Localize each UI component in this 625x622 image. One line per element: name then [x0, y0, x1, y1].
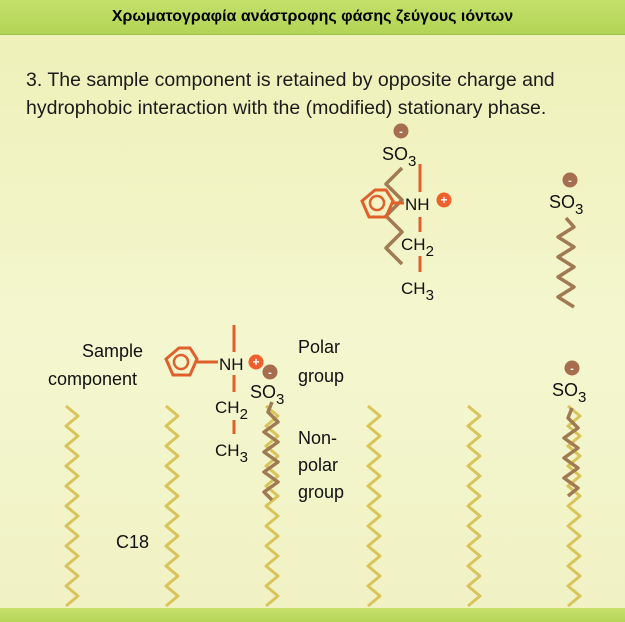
svg-text:NH: NH	[405, 195, 430, 214]
c18-chains	[64, 404, 582, 608]
slide-title: Χρωματογραφία ανάστροφης φάσης ζεύγους ι…	[111, 8, 514, 25]
c18-chain-1	[64, 404, 80, 608]
ion-chain-right-bottom	[562, 407, 580, 498]
reagent-lower-right: - SO3	[552, 360, 586, 406]
svg-text:-: -	[568, 175, 572, 187]
bottom-strip	[0, 608, 625, 622]
nonpolar-group-label-line3: group	[298, 482, 345, 502]
anion-charge-icon	[262, 364, 278, 380]
anion-charge-icon	[562, 172, 578, 188]
svg-text:+: +	[440, 193, 447, 207]
svg-text:SO3: SO3	[549, 192, 583, 218]
c18-chain-2	[164, 404, 180, 608]
svg-text:CH3: CH3	[215, 441, 248, 466]
svg-text:-: -	[570, 363, 574, 375]
reagent-upper-right: - SO3	[549, 172, 583, 218]
polar-group-label: Polar	[298, 337, 341, 357]
upper-ion-pair: - SO3 NH + CH2 CH3	[360, 123, 452, 304]
ion-chain-middle	[262, 401, 280, 502]
anion-charge-icon	[564, 360, 580, 376]
cation-charge-icon	[436, 192, 452, 208]
c18-label: C18	[116, 532, 150, 552]
svg-text:CH2: CH2	[401, 235, 434, 260]
step-description: 3. The sample component is retained by o…	[26, 69, 555, 119]
svg-text:SO3: SO3	[552, 380, 586, 406]
svg-text:SO3: SO3	[250, 382, 284, 408]
title-bar	[0, 0, 625, 35]
svg-text:+: +	[252, 355, 259, 369]
c18-chain-6	[566, 404, 582, 608]
sample-component-label-line2: component	[48, 369, 138, 389]
cation-charge-icon	[248, 354, 264, 370]
polar-group-label-line2: group	[298, 366, 345, 386]
c18-chain-5	[466, 404, 482, 608]
svg-text:-: -	[399, 126, 403, 138]
c18-chain-4	[366, 404, 382, 608]
nonpolar-group-label: Non-	[298, 428, 338, 448]
svg-text:SO3: SO3	[382, 144, 416, 170]
benzene-ring-icon	[360, 188, 395, 219]
anion-charge-icon	[393, 123, 409, 139]
sample-component-label: Sample	[82, 341, 144, 361]
svg-text:CH2: CH2	[215, 398, 248, 423]
ion-chain-right-top	[556, 216, 576, 309]
svg-text:-: -	[268, 367, 272, 379]
ion-chain-upper	[384, 166, 404, 266]
nonpolar-group-label-line2: polar	[298, 455, 339, 475]
benzene-ring-icon	[164, 346, 199, 377]
svg-text:CH3: CH3	[401, 279, 434, 304]
svg-text:NH: NH	[219, 355, 244, 374]
